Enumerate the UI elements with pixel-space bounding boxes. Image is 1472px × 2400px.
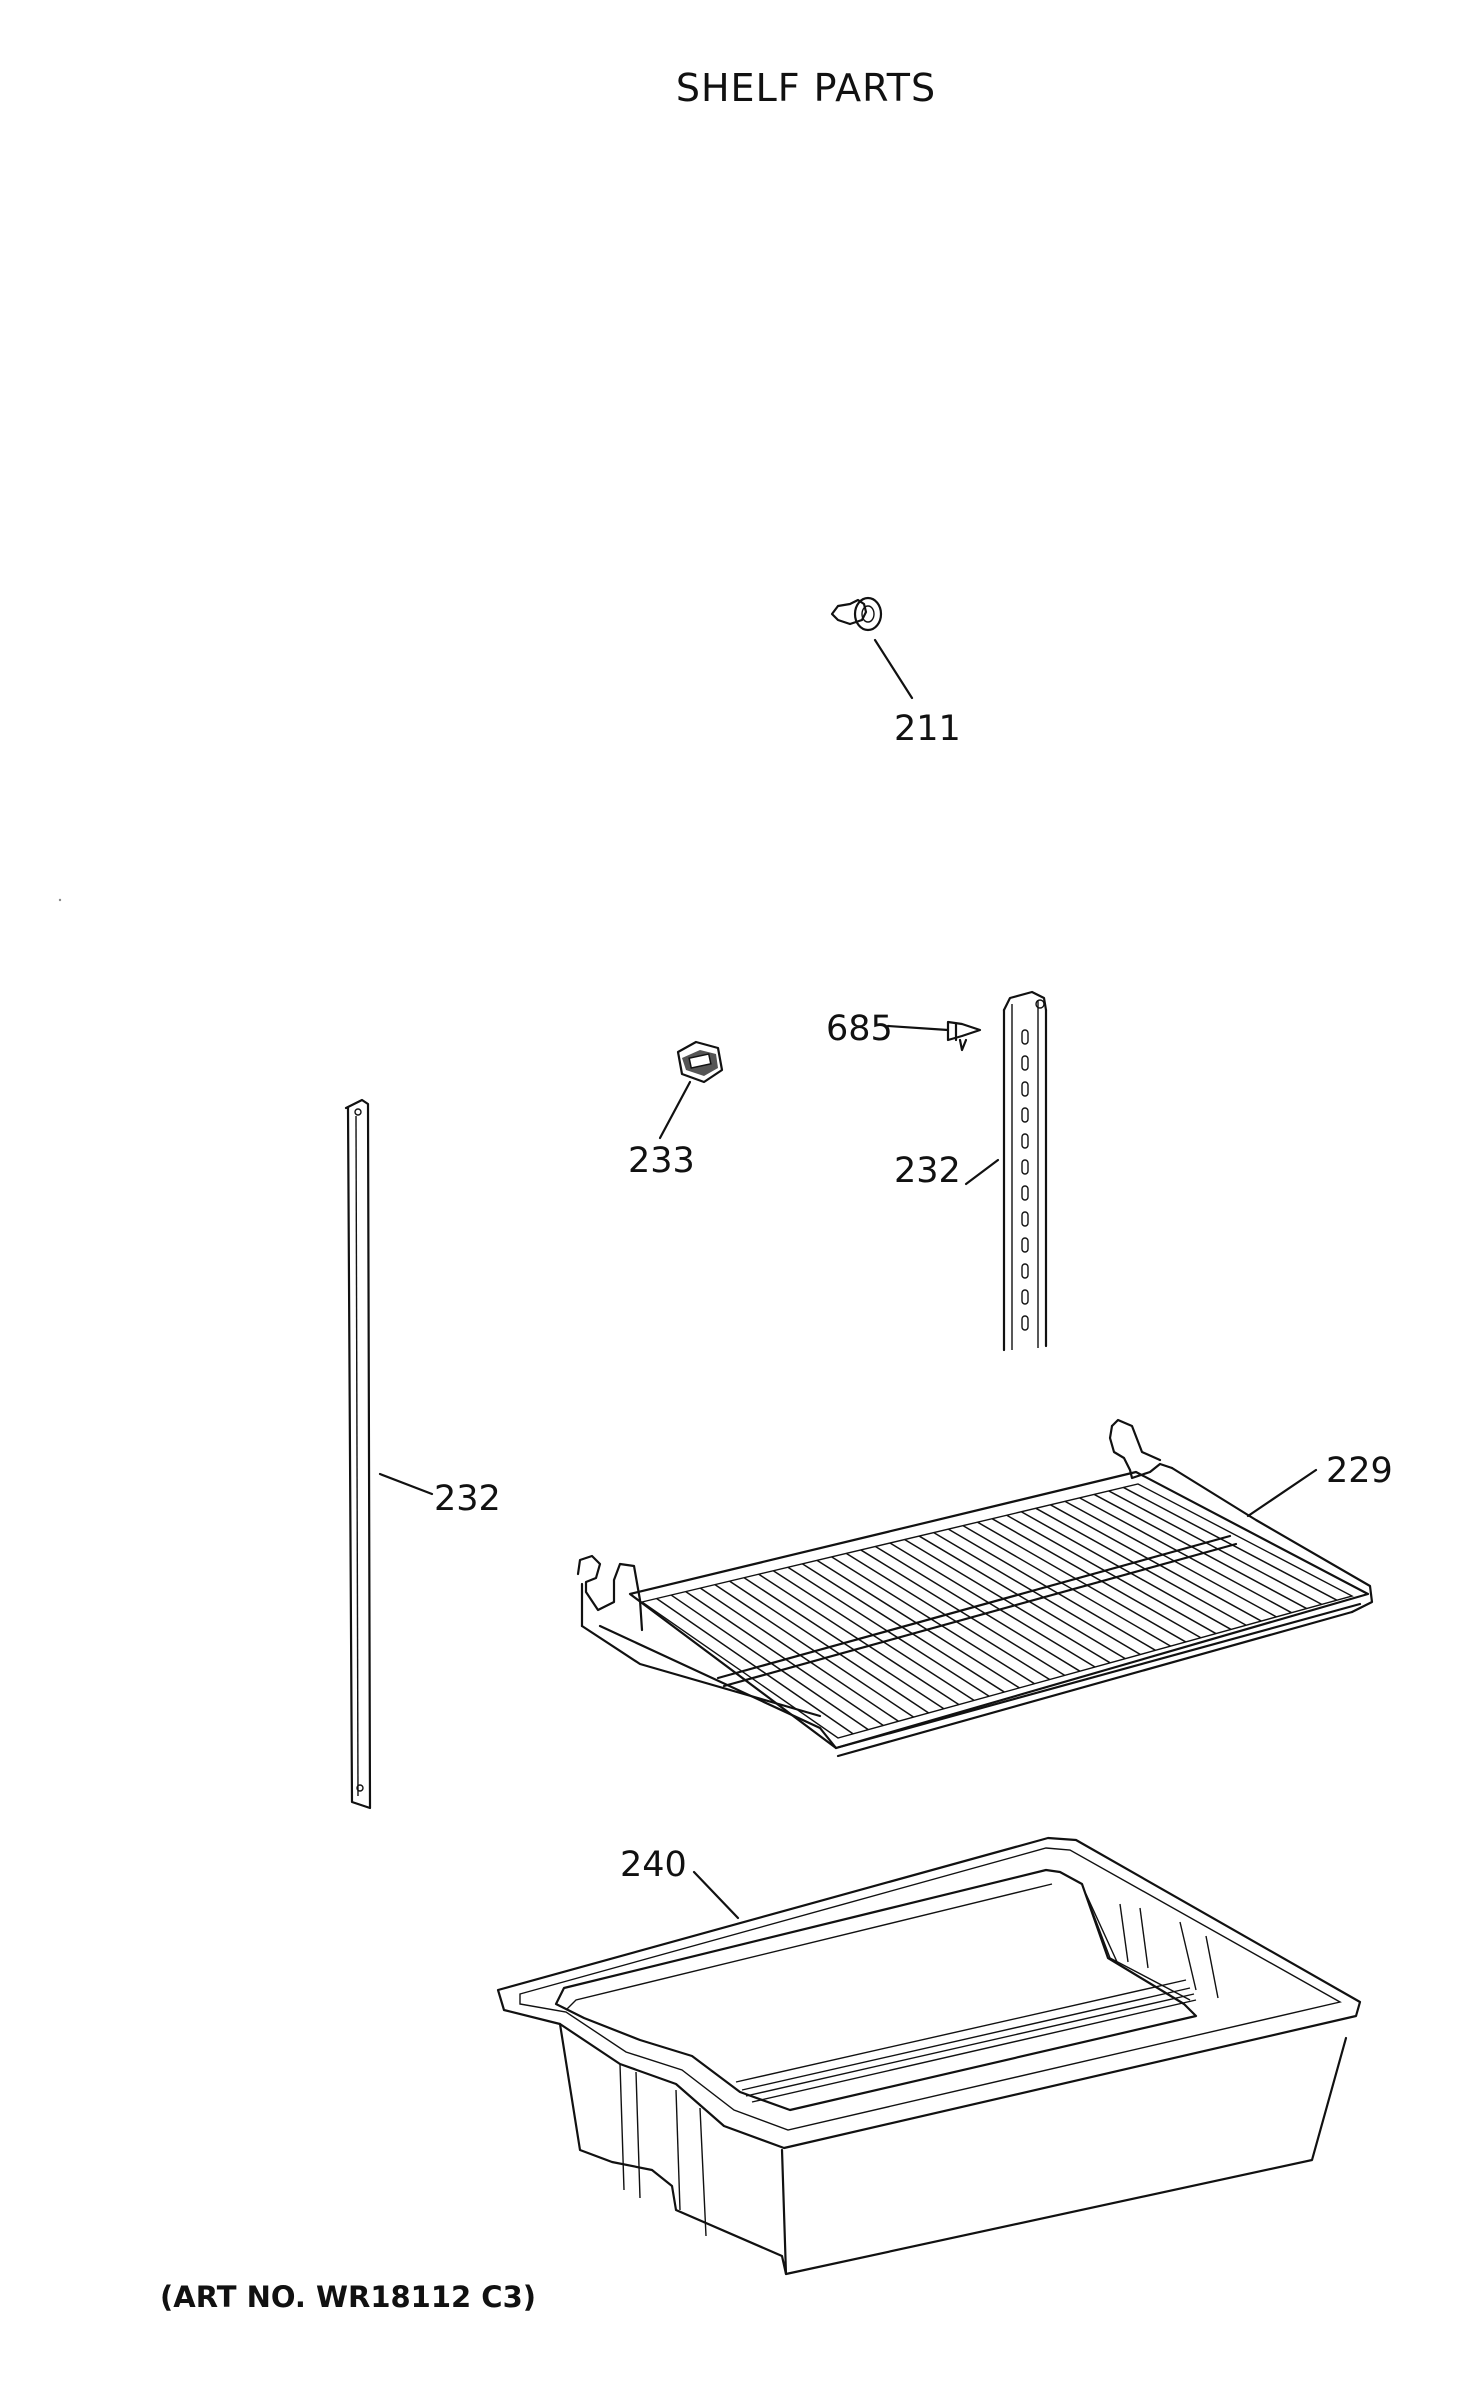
rail-slot xyxy=(1021,1211,1029,1227)
shelf-wire xyxy=(904,1538,1111,1664)
rail-slot xyxy=(1021,1185,1029,1201)
shelf-wire xyxy=(816,1559,1020,1689)
shelf-wire xyxy=(1020,1511,1232,1631)
part-233-clip xyxy=(658,1040,724,1140)
callout-233: 233 xyxy=(628,1141,695,1181)
rail-slot xyxy=(1021,1289,1029,1305)
rail-slot xyxy=(1021,1055,1029,1071)
callout-229: 229 xyxy=(1326,1451,1393,1491)
shelf-wire xyxy=(1093,1493,1308,1610)
shelf-wire xyxy=(802,1563,1005,1693)
callout-240: 240 xyxy=(620,1845,687,1885)
shelf-wire xyxy=(729,1580,930,1714)
shelf-wire xyxy=(962,1524,1171,1647)
shelf-wire xyxy=(1123,1486,1338,1601)
part-232-rail-right xyxy=(964,990,1048,1352)
rail-slot xyxy=(1021,1029,1029,1045)
rail-slot xyxy=(1021,1263,1029,1279)
callout-211: 211 xyxy=(894,709,961,749)
shelf-wire xyxy=(699,1587,899,1722)
diagram-title: SHELF PARTS xyxy=(675,66,937,110)
shelf-wire xyxy=(1006,1514,1217,1635)
stray-mark xyxy=(58,898,62,902)
shelf-wire xyxy=(918,1535,1126,1660)
part-232-rail-left xyxy=(344,1098,434,1810)
callout-685: 685 xyxy=(826,1009,893,1049)
shelf-wire xyxy=(889,1542,1096,1668)
callout-232-left: 232 xyxy=(434,1479,501,1519)
rail-slot xyxy=(1021,1081,1029,1097)
shelf-wire xyxy=(933,1531,1141,1656)
rail-slot xyxy=(1021,1107,1029,1123)
shelf-wire xyxy=(714,1584,915,1718)
shelf-wire xyxy=(875,1545,1081,1672)
callout-232-right: 232 xyxy=(894,1151,961,1191)
shelf-wire xyxy=(1035,1507,1247,1626)
part-211-stud xyxy=(830,596,914,700)
part-685-screw xyxy=(886,1020,982,1052)
shelf-wire xyxy=(991,1518,1202,1639)
shelf-wire xyxy=(758,1573,960,1706)
shelf-wire xyxy=(656,1597,854,1735)
part-240-pan xyxy=(496,1836,1362,2276)
shelf-wire xyxy=(670,1594,869,1731)
part-229-wire-shelf xyxy=(576,1418,1374,1758)
rail-slot xyxy=(1021,1237,1029,1253)
shelf-wire xyxy=(743,1577,945,1710)
shelf-wire xyxy=(787,1566,990,1697)
shelf-wire xyxy=(845,1552,1051,1681)
shelf-wire xyxy=(1079,1497,1292,1614)
rail-slot xyxy=(1021,1315,1029,1331)
rail-slot xyxy=(1021,1133,1029,1149)
shelf-wire xyxy=(947,1528,1156,1651)
shelf-wire xyxy=(1050,1504,1262,1622)
shelf-wire xyxy=(772,1570,975,1702)
shelf-wire xyxy=(685,1590,884,1727)
shelf-wire xyxy=(860,1549,1066,1676)
art-number: (ART NO. WR18112 C3) xyxy=(160,2280,537,2314)
shelf-wire xyxy=(1064,1500,1277,1618)
shelf-wire xyxy=(1108,1490,1323,1606)
shelf-wire xyxy=(831,1556,1035,1685)
rail-slot xyxy=(1021,1159,1029,1175)
shelf-wire xyxy=(977,1521,1187,1643)
